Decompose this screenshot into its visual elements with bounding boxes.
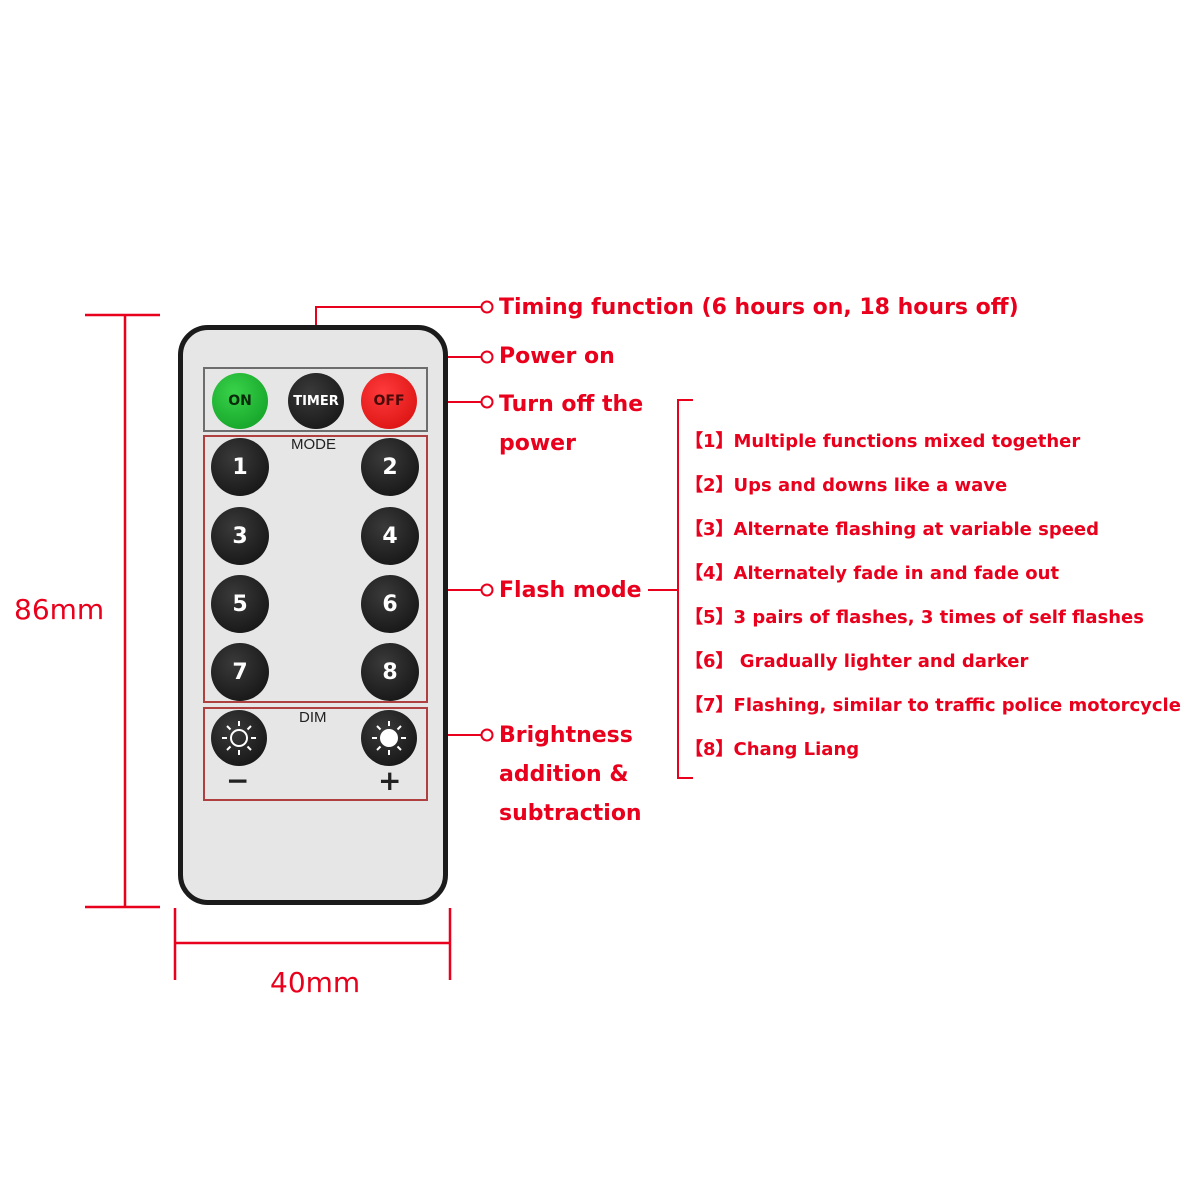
mode-item-2: 【2】Ups and downs like a wave [685,475,1008,496]
mode-item-1: 【1】Multiple functions mixed together [685,431,1081,452]
timer-button[interactable]: TIMER [288,373,344,429]
dim-label: DIM [299,709,327,726]
brightness-callout-line-2: addition & [499,762,629,787]
power-button-panel [203,367,428,432]
sun-outline-icon [222,721,256,755]
power-off-dot [480,395,494,409]
mode-item-6: 【6】 Gradually lighter and darker [685,651,1029,672]
power-on-dot [480,350,494,364]
mode-button-panel [203,435,428,703]
dim-plus-sign: + [378,764,402,797]
mode-button-7[interactable]: 7 [211,643,269,701]
power-off-callout: Turn off the power [499,385,643,463]
sun-filled-icon [372,721,406,755]
off-button[interactable]: OFF [361,373,417,429]
timing-callout: Timing function (6 hours on, 18 hours of… [499,295,1019,320]
brightness-dot [480,728,494,742]
width-dimension-label: 40mm [270,966,361,999]
mode-label: MODE [291,436,336,453]
mode-list-bracket [677,399,693,779]
mode-button-1[interactable]: 1 [211,438,269,496]
power-off-callout-line-2: power [499,431,576,456]
mode-button-5[interactable]: 5 [211,575,269,633]
dim-up-button[interactable] [361,710,417,766]
mode-button-4[interactable]: 4 [361,507,419,565]
mode-button-6[interactable]: 6 [361,575,419,633]
mode-item-5: 【5】3 pairs of flashes, 3 times of self f… [685,607,1144,628]
mode-item-3: 【3】Alternate flashing at variable speed [685,519,1100,540]
height-dimension-label: 86mm [14,593,105,626]
mode-item-8: 【8】Chang Liang [685,739,860,760]
flash-mode-callout: Flash mode [499,578,642,603]
on-button[interactable]: ON [212,373,268,429]
mode-item-4: 【4】Alternately fade in and fade out [685,563,1060,584]
mode-button-3[interactable]: 3 [211,507,269,565]
timing-dot [480,300,494,314]
power-off-callout-line-1: Turn off the [499,392,644,417]
brightness-callout: Brightness addition & subtraction [499,716,642,833]
mode-button-8[interactable]: 8 [361,643,419,701]
mode-item-7: 【7】Flashing, similar to traffic police m… [685,695,1181,716]
dim-button-panel [203,707,428,801]
mode-button-2[interactable]: 2 [361,438,419,496]
power-on-callout: Power on [499,344,615,369]
dim-minus-sign: − [226,764,250,797]
flash-mode-dot [480,583,494,597]
brightness-callout-line-3: subtraction [499,801,642,826]
brightness-callout-line-1: Brightness [499,723,633,748]
dim-down-button[interactable] [211,710,267,766]
